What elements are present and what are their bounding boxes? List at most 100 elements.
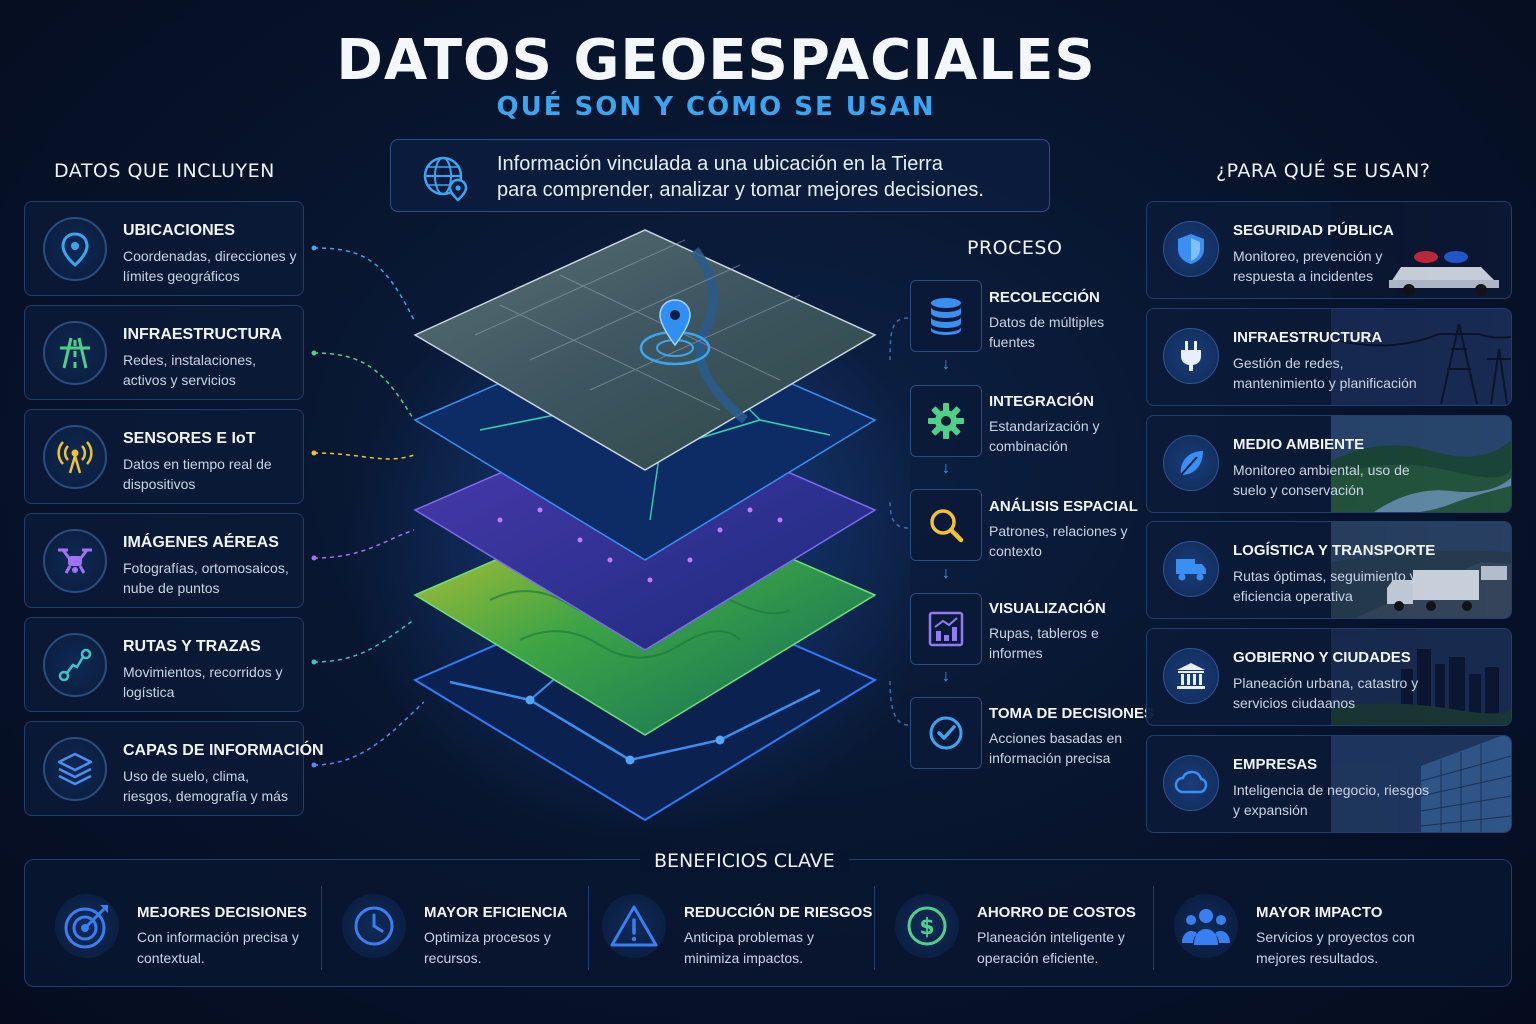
- arrow-down-icon: ↓: [942, 460, 950, 477]
- dollar-icon: $: [895, 894, 959, 958]
- process-step-recoleccion: [910, 280, 982, 352]
- intro-line-1: Información vinculada a una ubicación en…: [497, 153, 943, 175]
- benefit-desc: Con información precisa y contextual.: [137, 929, 299, 966]
- use-card-desc: Inteligencia de negocio, riesgos y expan…: [1233, 782, 1430, 818]
- data-card-title: INFRAESTRUCTURA: [123, 326, 283, 343]
- check-icon: [929, 716, 963, 750]
- use-card-gobierno: GOBIERNO Y CIUDADES Planeación urbana, c…: [1146, 628, 1512, 726]
- process-step-decisiones: [910, 697, 982, 769]
- process-step-visualizacion: [910, 593, 982, 665]
- warning-icon: [602, 894, 666, 958]
- data-card-desc: Uso de suelo, clima, riesgos, demografía…: [123, 768, 288, 804]
- office-building-image: [1331, 736, 1511, 832]
- use-card-desc: Monitoreo ambiental, uso de suelo y cons…: [1233, 462, 1410, 498]
- antenna-icon: [43, 425, 107, 489]
- use-card-desc: Rutas óptimas, seguimiento y eficiencia …: [1233, 568, 1417, 604]
- map-location-pin-icon: [659, 299, 691, 347]
- use-card-empresas: EMPRESAS Inteligencia de negocio, riesgo…: [1146, 735, 1512, 833]
- data-card-title: SENSORES E IoT: [123, 430, 256, 447]
- benefit-reduccion-riesgos: REDUCCIÓN DE RIESGOS Anticipa problemas …: [602, 888, 873, 972]
- page-subtitle: QUÉ SON Y CÓMO SE USAN: [496, 92, 936, 122]
- process-step-desc: Datos de múltiples fuentes: [989, 314, 1105, 350]
- process-step-title: RECOLECCIÓN: [989, 289, 1100, 306]
- use-card-seguridad: SEGURIDAD PÚBLICA Monitoreo, prevención …: [1146, 201, 1512, 299]
- data-card-sensores: SENSORES E IoT Datos en tiempo real de d…: [24, 409, 304, 504]
- benefit-title: REDUCCIÓN DE RIESGOS: [684, 904, 873, 921]
- divider: [321, 886, 322, 970]
- city-map-layer: [413, 229, 877, 471]
- highway-truck-image: [1331, 522, 1511, 618]
- truck-icon: [1163, 541, 1219, 597]
- shield-icon: [1163, 221, 1219, 277]
- plug-icon: [1163, 328, 1219, 384]
- data-card-desc: Fotografías, ortomosaicos, nube de punto…: [123, 560, 289, 596]
- cloud-icon: [1163, 755, 1219, 811]
- data-card-capas: CAPAS DE INFORMACIÓN Uso de suelo, clima…: [24, 721, 324, 816]
- use-card-title: GOBIERNO Y CIUDADES: [1233, 649, 1411, 666]
- clock-icon: [342, 894, 406, 958]
- divider: [588, 886, 589, 970]
- data-card-infraestructura: INFRAESTRUCTURA Redes, instalaciones, ac…: [24, 305, 304, 400]
- benefit-ahorro-costos: $ AHORRO DE COSTOS Planeación inteligent…: [895, 888, 1147, 972]
- magnifier-icon: [930, 509, 964, 543]
- data-card-desc: Redes, instalaciones, activos y servicio…: [123, 352, 257, 388]
- data-card-rutas: RUTAS Y TRAZAS Movimientos, recorridos y…: [24, 617, 304, 712]
- process-step-desc: Estandarización y combinación: [989, 418, 1100, 454]
- leaf-icon: [1163, 435, 1219, 491]
- process-connectors: [889, 317, 909, 726]
- data-card-title: IMÁGENES AÉREAS: [123, 534, 279, 551]
- data-card-imagenes: IMÁGENES AÉREAS Fotografías, ortomosaico…: [24, 513, 304, 608]
- police-car-image: [1331, 202, 1511, 298]
- use-card-desc: Planeación urbana, catastro y servicios …: [1233, 675, 1419, 711]
- benefit-title: AHORRO DE COSTOS: [977, 904, 1136, 921]
- data-card-title: UBICACIONES: [123, 222, 236, 239]
- benefit-desc: Servicios y proyectos con mejores result…: [1256, 929, 1415, 966]
- divider: [874, 886, 875, 970]
- benefit-desc: Anticipa problemas y minimiza impactos.: [684, 929, 814, 966]
- arrow-down-icon: ↓: [942, 356, 950, 373]
- use-card-title: SEGURIDAD PÚBLICA: [1233, 222, 1394, 239]
- benefits-heading: BENEFICIOS CLAVE: [640, 850, 849, 872]
- location-pin-icon: [43, 217, 107, 281]
- gear-icon: [928, 403, 964, 439]
- left-section-heading: DATOS QUE INCLUYEN: [54, 160, 275, 182]
- right-section-heading: ¿PARA QUÉ SE USAN?: [1216, 160, 1431, 182]
- arrow-down-icon: ↓: [942, 668, 950, 685]
- data-card-title: RUTAS Y TRAZAS: [123, 638, 261, 655]
- use-card-title: LOGÍSTICA Y TRANSPORTE: [1233, 542, 1436, 559]
- government-building-icon: [1163, 648, 1219, 704]
- use-card-title: MEDIO AMBIENTE: [1233, 436, 1365, 453]
- benefit-mejores-decisiones: MEJORES DECISIONES Con información preci…: [55, 888, 315, 972]
- process-step-desc: Acciones basadas en información precisa: [989, 730, 1123, 766]
- power-tower-image: [1331, 309, 1511, 405]
- people-icon: [1174, 894, 1238, 958]
- use-card-title: INFRAESTRUCTURA: [1233, 329, 1383, 346]
- benefit-title: MAYOR IMPACTO: [1256, 904, 1383, 921]
- database-icon: [931, 298, 961, 335]
- arrow-down-icon: ↓: [942, 565, 950, 582]
- benefit-title: MAYOR EFICIENCIA: [424, 904, 568, 921]
- process-step-analisis: [910, 489, 982, 561]
- process-heading: PROCESO: [967, 237, 1063, 259]
- globe-pin-icon: [421, 152, 471, 202]
- city-skyline-image: [1331, 629, 1511, 725]
- benefit-title: MEJORES DECISIONES: [137, 904, 308, 921]
- benefit-mayor-eficiencia: MAYOR EFICIENCIA Optimiza procesos y rec…: [342, 888, 597, 972]
- data-card-desc: Coordenadas, direcciones y límites geogr…: [123, 248, 297, 284]
- route-icon: [43, 633, 107, 697]
- process-step-title: ANÁLISIS ESPACIAL: [989, 498, 1138, 515]
- road-icon: [43, 321, 107, 385]
- use-card-infraestructura: INFRAESTRUCTURA Gestión de redes, manten…: [1146, 308, 1512, 406]
- page-title: DATOS GEOESPACIALES: [336, 28, 1096, 93]
- left-connectors: [311, 245, 424, 768]
- process-step-title: INTEGRACIÓN: [989, 393, 1094, 410]
- target-icon: [55, 894, 119, 958]
- use-card-desc: Monitoreo, prevención y respuesta a inci…: [1233, 248, 1383, 284]
- drone-icon: [43, 529, 107, 593]
- use-card-desc: Gestión de redes, mantenimiento y planif…: [1233, 355, 1417, 391]
- benefit-mayor-impacto: MAYOR IMPACTO Servicios y proyectos con …: [1174, 888, 1474, 972]
- data-card-desc: Datos en tiempo real de dispositivos: [123, 456, 272, 492]
- svg-text:$: $: [919, 915, 934, 940]
- data-card-desc: Movimientos, recorridos y logística: [123, 664, 283, 700]
- data-card-title: CAPAS DE INFORMACIÓN: [123, 742, 324, 759]
